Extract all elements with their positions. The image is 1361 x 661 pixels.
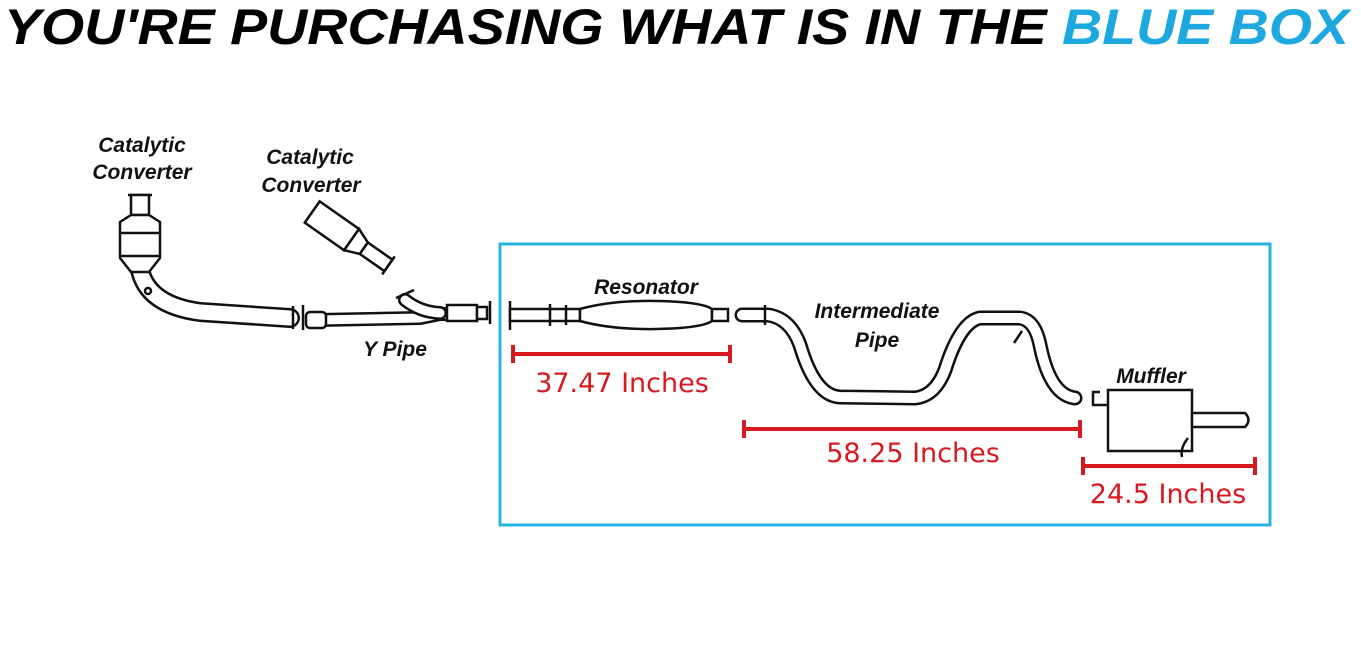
muffler: [1091, 388, 1250, 458]
label-catalytic-converter-1-line1: Catalytic: [98, 134, 186, 157]
resonator: [508, 299, 730, 331]
measure-intermediate: 58.25 Inches: [742, 420, 1082, 469]
measure-muffler: 24.5 Inches: [1081, 457, 1257, 510]
page-title: YOU'RE PURCHASING WHAT IS IN THE BLUE BO…: [4, 0, 1352, 55]
measure-resonator: 37.47 Inches: [511, 345, 732, 399]
measure-resonator-text: 37.47 Inches: [535, 368, 709, 399]
blue-box: [498, 242, 1272, 527]
label-intermediate-line1: Intermediate: [815, 300, 940, 323]
label-y-pipe: Y Pipe: [363, 338, 427, 361]
title-main: YOU'RE PURCHASING WHAT IS IN THE: [4, 0, 1062, 55]
measure-muffler-text: 24.5 Inches: [1090, 479, 1246, 510]
catalytic-converter-1: [118, 193, 300, 329]
label-catalytic-converter-2-line1: Catalytic: [266, 146, 354, 169]
label-catalytic-converter-2-line2: Converter: [261, 174, 362, 197]
label-resonator: Resonator: [594, 276, 700, 299]
label-catalytic-converter-1-line2: Converter: [92, 161, 193, 184]
y-pipe: [301, 288, 492, 330]
catalytic-converter-2: [303, 199, 396, 276]
label-muffler: Muffler: [1116, 365, 1187, 388]
title-highlight: BLUE BOX: [1062, 0, 1352, 55]
label-intermediate-line2: Pipe: [855, 329, 900, 352]
measure-intermediate-text: 58.25 Inches: [826, 438, 1000, 469]
intermediate-pipe: [734, 305, 1083, 406]
